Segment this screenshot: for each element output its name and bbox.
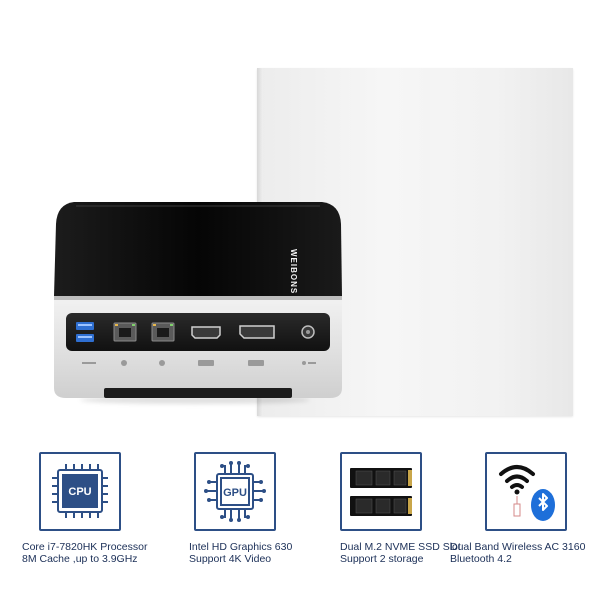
caption-line: Dual M.2 NVME SSD Slot bbox=[340, 541, 461, 553]
mini-pc-illustration bbox=[54, 202, 342, 398]
hdmi-port-icon bbox=[191, 326, 221, 339]
gpu-icon: GPU bbox=[194, 452, 276, 531]
feature-caption: Dual Band Wireless AC 3160 Bluetooth 4.2 bbox=[450, 541, 600, 565]
caption-line: 8M Cache ,up to 3.9GHz bbox=[22, 553, 138, 565]
gpu-icon-label: GPU bbox=[223, 487, 247, 499]
brand-label: WEIBONS bbox=[289, 249, 298, 295]
bluetooth-icon bbox=[531, 489, 555, 521]
feature-row: CPU Core i7-7820HK Processor 8M Cache ,u… bbox=[0, 450, 600, 600]
device-top-lid bbox=[54, 202, 342, 296]
feature-ssd: Dual M.2 NVME SSD Slot Support 2 storage bbox=[300, 450, 461, 600]
port-glyphs bbox=[82, 360, 316, 366]
caption-line: Bluetooth 4.2 bbox=[450, 553, 512, 565]
feature-gpu: GPU Intel HD Graphics 630 Support 4K Vid… bbox=[150, 450, 300, 600]
cpu-icon: CPU bbox=[39, 452, 121, 531]
feature-wireless: Dual Band Wireless AC 3160 Bluetooth 4.2 bbox=[450, 450, 600, 600]
feature-cpu: CPU Core i7-7820HK Processor 8M Cache ,u… bbox=[0, 450, 150, 600]
caption-line: Support 2 storage bbox=[340, 553, 424, 565]
device-shadow bbox=[80, 396, 310, 404]
cpu-icon-label: CPU bbox=[68, 486, 91, 498]
device-foot bbox=[104, 388, 292, 398]
ssd-icon bbox=[340, 452, 422, 531]
mini-pc bbox=[52, 198, 344, 402]
feature-caption: Intel HD Graphics 630 Support 4K Video bbox=[189, 541, 339, 565]
wifi-bluetooth-icon bbox=[485, 452, 567, 531]
caption-line: Intel HD Graphics 630 bbox=[189, 541, 293, 553]
ssd-stick-icon bbox=[350, 468, 412, 488]
ssd-stick-icon bbox=[350, 496, 412, 516]
displayport-icon bbox=[239, 325, 275, 339]
caption-line: Support 4K Video bbox=[189, 553, 272, 565]
caption-line: Dual Band Wireless AC 3160 bbox=[450, 541, 586, 553]
feature-caption: Core i7-7820HK Processor 8M Cache ,up to… bbox=[22, 541, 172, 565]
feature-caption: Dual M.2 NVME SSD Slot Support 2 storage bbox=[340, 541, 490, 565]
caption-line: Core i7-7820HK Processor bbox=[22, 541, 148, 553]
wifi-icon bbox=[499, 465, 535, 489]
